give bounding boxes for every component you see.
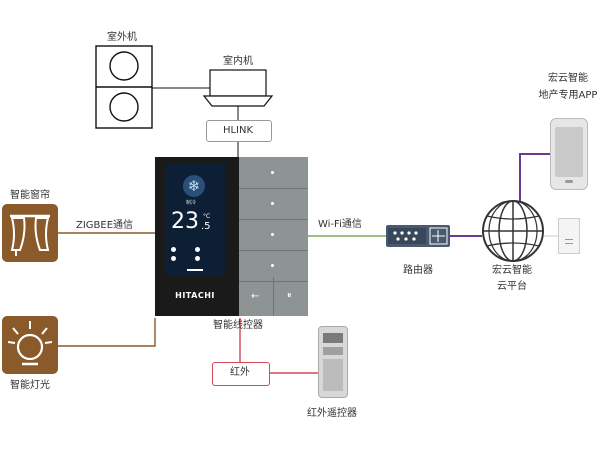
app-label-line2: 地产专用APP	[538, 90, 598, 101]
remote-control-icon	[318, 326, 348, 398]
hlink-label: HLINK	[222, 125, 254, 136]
hlink-box	[206, 120, 272, 142]
switch-panel: ← ⏸	[239, 157, 308, 316]
mode-label: 制冷	[186, 200, 197, 206]
temperature-unit: °C	[203, 213, 211, 220]
hitachi-logo: HITACHI	[175, 291, 215, 300]
ir-box	[212, 362, 270, 386]
screen-controls	[171, 247, 219, 265]
line-cloud-phone	[519, 153, 550, 205]
page-dots	[187, 269, 203, 271]
phone-icon	[550, 118, 588, 190]
ir-label: 红外	[230, 367, 250, 378]
lighting-label: 智能灯光	[10, 380, 50, 391]
zigbee-label: ZIGBEE通信	[76, 220, 134, 231]
temperature-decimal: .5	[201, 221, 211, 232]
outdoor-unit-label: 室外机	[107, 32, 137, 43]
wifi-label: Wi-Fi通信	[318, 219, 362, 230]
light-bulb-icon	[2, 316, 58, 374]
controller-screen: ❄ 制冷 23 °C .5	[165, 163, 225, 275]
line-outdoor-indoor	[152, 87, 239, 96]
router-icon	[386, 225, 450, 247]
controller-label: 智能线控器	[213, 320, 263, 331]
pause-icon[interactable]: ⏸	[287, 291, 292, 301]
back-arrow-icon[interactable]: ←	[251, 291, 260, 302]
indoor-unit-label: 室内机	[223, 56, 253, 67]
switch-key-4[interactable]	[271, 264, 274, 267]
cloud-label-line1: 宏云智能	[492, 265, 532, 276]
cloud-label-line2: 云平台	[497, 281, 527, 292]
controller-panel: ❄ 制冷 23 °C .5 HITACHI ← ⏸	[155, 157, 308, 316]
curtain-label: 智能窗帘	[10, 190, 50, 201]
router-label: 路由器	[403, 265, 433, 276]
temperature-integer: 23	[171, 209, 199, 234]
line-light-controller	[58, 318, 156, 347]
app-label-line1: 宏云智能	[548, 73, 588, 84]
server-icon	[558, 218, 580, 254]
switch-key-2[interactable]	[271, 202, 274, 205]
switch-key-3[interactable]	[271, 233, 274, 236]
snowflake-icon: ❄	[183, 175, 205, 197]
switch-key-1[interactable]	[271, 171, 274, 174]
curtain-icon	[2, 204, 58, 262]
ir-remote-label: 红外遥控器	[307, 408, 357, 419]
